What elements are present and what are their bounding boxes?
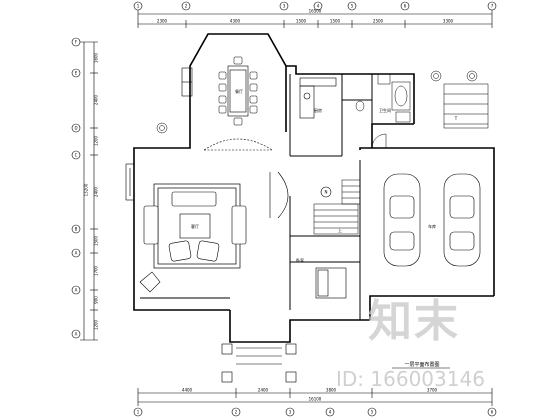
bottom-dim-total: 16100 — [309, 397, 322, 402]
room-label-bath: 卫生间 — [379, 107, 391, 113]
top-axis-markers — [133, 1, 497, 11]
dining-cabinet — [181, 67, 193, 97]
kitchen-counter — [299, 77, 337, 119]
top-axis-7: 7 — [491, 4, 494, 9]
left-axis-B: B — [75, 227, 78, 232]
room-label-living: 客厅 — [191, 223, 199, 229]
fireplace — [125, 163, 135, 201]
left-dim-total: 13200 — [84, 183, 89, 196]
bottom-axis-4: 4 — [329, 410, 332, 415]
bottom-axis-3: 3 — [289, 410, 292, 415]
left-axis-C: C — [75, 153, 78, 158]
bottom-axis-2: 2 — [235, 410, 238, 415]
stair-up-label: 上 — [338, 227, 342, 233]
left-axis-E: E — [75, 71, 78, 76]
staircase — [313, 179, 361, 235]
left-axis-A3: A — [75, 332, 78, 337]
bottom-dim-4: 3700 — [427, 388, 438, 393]
top-dim-1: 2300 — [157, 19, 168, 24]
bottom-dim-1: 4400 — [182, 388, 193, 393]
dining-chairs — [218, 56, 258, 126]
north-marker — [320, 186, 332, 198]
top-dim-3: 1500 — [296, 19, 307, 24]
left-dimension-chain — [80, 41, 98, 341]
bottom-axis-6: 6 — [491, 410, 494, 415]
porch-steps — [236, 347, 282, 365]
top-dim-total: 16500 — [309, 9, 322, 14]
drawing-caption: 一层平面布置图 — [404, 361, 439, 368]
dining-table — [227, 65, 249, 117]
top-dim-2: 4300 — [230, 19, 241, 24]
plant-pots — [156, 70, 478, 134]
left-dim-1: 1600 — [94, 52, 99, 63]
watermark-logo: 知末 — [368, 296, 460, 347]
left-dim-4: 2400 — [94, 186, 99, 197]
north-marker-label: N — [325, 190, 328, 195]
left-axis-F: F — [75, 40, 78, 45]
top-dim-6: 3300 — [443, 19, 454, 24]
bottom-axis-5: 5 — [371, 410, 374, 415]
dining-arch — [203, 138, 273, 151]
left-dim-2: 2400 — [94, 94, 99, 105]
living-sofas — [143, 191, 247, 262]
room-label-kitchen: 厨房 — [314, 107, 322, 113]
top-dim-4: 1500 — [330, 19, 341, 24]
top-axis-3: 3 — [283, 4, 286, 9]
room-label-bedroom: 卧室 — [296, 257, 304, 263]
watermark-id: ID: 166003146 — [336, 367, 485, 391]
car-left — [383, 173, 421, 267]
room-label-garage: 车库 — [428, 223, 436, 229]
bottom-axis-1: 1 — [137, 410, 140, 415]
garage-door-swing — [371, 133, 387, 149]
top-axis-6: 6 — [404, 4, 407, 9]
top-dim-5: 2500 — [373, 19, 384, 24]
left-axis-A2: A — [75, 288, 78, 293]
left-dim-7: 900 — [94, 296, 99, 304]
hall-arch — [269, 171, 289, 219]
top-axis-4: 4 — [317, 4, 320, 9]
terrace-label: T — [454, 116, 458, 121]
left-dim-3: 1200 — [94, 135, 99, 146]
left-axis-D: D — [74, 126, 77, 131]
left-dim-6: 1700 — [94, 265, 99, 276]
left-axis-markers — [71, 37, 81, 339]
bottom-dim-3: 3800 — [326, 388, 337, 393]
top-dimension-chain — [137, 10, 493, 28]
exterior-walls — [133, 33, 495, 343]
bed — [315, 267, 347, 299]
left-axis-A1: A — [75, 251, 78, 256]
coffee-table — [179, 213, 211, 239]
left-dim-5: 1500 — [94, 235, 99, 246]
terrace-steps — [443, 83, 489, 129]
piano — [139, 271, 161, 293]
top-axis-1: 1 — [137, 4, 140, 9]
top-axis-5: 5 — [351, 4, 354, 9]
bottom-dim-2: 2400 — [258, 388, 269, 393]
room-label-dining: 餐厅 — [235, 88, 243, 94]
bathroom-fixtures — [355, 73, 411, 123]
car-right — [443, 173, 481, 267]
left-dim-8: 1200 — [94, 319, 99, 330]
top-axis-2: 2 — [185, 4, 188, 9]
bottom-axis-markers — [133, 407, 497, 417]
bottom-dimension-chain — [137, 388, 493, 406]
porch-columns — [221, 343, 297, 383]
